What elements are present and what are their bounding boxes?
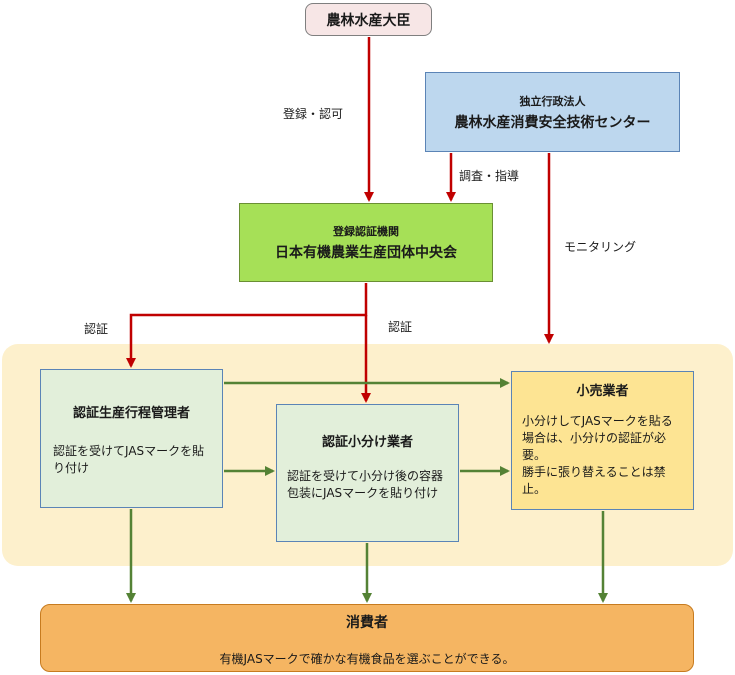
node-repacker: 認証小分け業者 認証を受けて小分け後の容器包装にJASマークを貼り付け xyxy=(276,404,459,542)
node-repacker-title: 認証小分け業者 xyxy=(321,435,413,450)
node-consumer: 消費者 有機JASマークで確かな有機食品を選ぶことができる。 xyxy=(40,604,694,672)
node-registered-label: 日本有機農業生産団体中央会 xyxy=(275,245,457,261)
node-minister-label: 農林水産大臣 xyxy=(326,12,411,29)
node-consumer-desc: 有機JASマークで確かな有機食品を選ぶことができる。 xyxy=(219,652,515,666)
node-producer-desc: 認証を受けてJASマークを貼り付け xyxy=(53,444,205,475)
node-producer: 認証生産行程管理者 認証を受けてJASマークを貼り付け xyxy=(40,369,223,508)
arrow-registered-to-producer xyxy=(126,283,368,368)
node-registered-sub: 登録認証機関 xyxy=(333,225,399,238)
node-famic-sub: 独立行政法人 xyxy=(519,94,586,108)
node-repacker-desc: 認証を受けて小分け後の容器包装にJASマークを貼り付け xyxy=(287,469,444,500)
edge-label-inspection: 調査・指導 xyxy=(459,169,520,183)
node-retailer-desc: 小分けしてJASマークを貼る場合は、小分けの認証が必要。 勝手に張り替えることは… xyxy=(522,413,683,498)
node-minister: 農林水産大臣 xyxy=(305,3,432,36)
node-famic: 独立行政法人 農林水産消費安全技術センター xyxy=(425,72,680,152)
edge-label-certify-repacker: 認証 xyxy=(388,320,413,334)
edge-label-monitoring: モニタリング xyxy=(564,240,637,254)
node-registered-body: 登録認証機関 日本有機農業生産団体中央会 xyxy=(239,203,493,282)
node-consumer-title: 消費者 xyxy=(346,615,388,631)
edge-label-registration: 登録・認可 xyxy=(283,107,344,121)
node-producer-title: 認証生産行程管理者 xyxy=(72,406,190,421)
edge-label-certify-producer: 認証 xyxy=(84,322,109,336)
node-retailer-title: 小売業者 xyxy=(576,384,629,399)
node-famic-label: 農林水産消費安全技術センター xyxy=(454,114,651,131)
node-retailer-desc-2: 勝手に張り替えることは禁止。 xyxy=(522,465,666,496)
node-retailer-desc-1: 小分けしてJASマークを貼る場合は、小分けの認証が必要。 xyxy=(522,414,673,462)
node-retailer: 小売業者 小分けしてJASマークを貼る場合は、小分けの認証が必要。 勝手に張り替… xyxy=(511,371,694,510)
